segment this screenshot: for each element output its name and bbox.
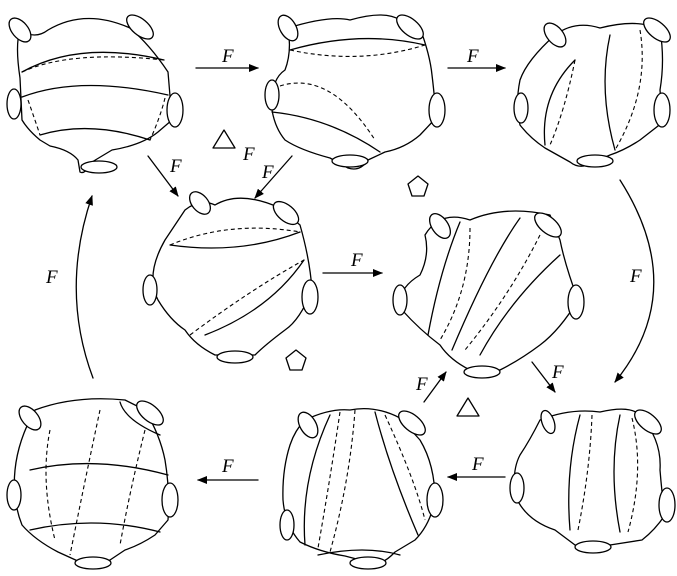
surface-7: [279, 407, 444, 570]
label-f-10: F: [415, 374, 428, 395]
label-f-6: F: [350, 250, 363, 271]
pentagon-symbol-top: [407, 175, 429, 197]
arrow-2-to-4: [254, 155, 293, 199]
triangle-symbol-top: [212, 129, 236, 149]
label-f-5: F: [261, 162, 274, 183]
label-f-4: F: [242, 144, 255, 165]
label-f-12: F: [221, 456, 234, 477]
triangle-symbol-bottom: [456, 397, 480, 417]
arrow-3-to-6: [614, 179, 655, 383]
label-f-7: F: [629, 266, 642, 287]
arrow-labels: F F F F F F F F F F F F: [45, 46, 642, 477]
surface-3: [513, 17, 671, 168]
surface-5: [392, 210, 585, 379]
label-f-3: F: [169, 156, 182, 177]
pentagon-symbol-middle: [285, 349, 307, 371]
surface-2: [264, 14, 446, 170]
label-f-11: F: [471, 454, 484, 475]
surface-6: [509, 408, 676, 554]
label-f-1: F: [221, 46, 234, 67]
label-f-9: F: [551, 362, 564, 383]
arrows: [75, 64, 655, 484]
arrow-8-to-1: [75, 195, 94, 379]
surface-8: [6, 398, 179, 570]
arrow-5-to-6: [531, 361, 556, 393]
surface-4: [142, 191, 319, 364]
surface-1: [6, 14, 184, 174]
label-f-2: F: [466, 46, 479, 67]
arrow-1-to-4: [147, 155, 179, 197]
arrow-7-to-5: [423, 371, 447, 403]
symbols: [212, 129, 480, 417]
label-f-8: F: [45, 267, 58, 288]
